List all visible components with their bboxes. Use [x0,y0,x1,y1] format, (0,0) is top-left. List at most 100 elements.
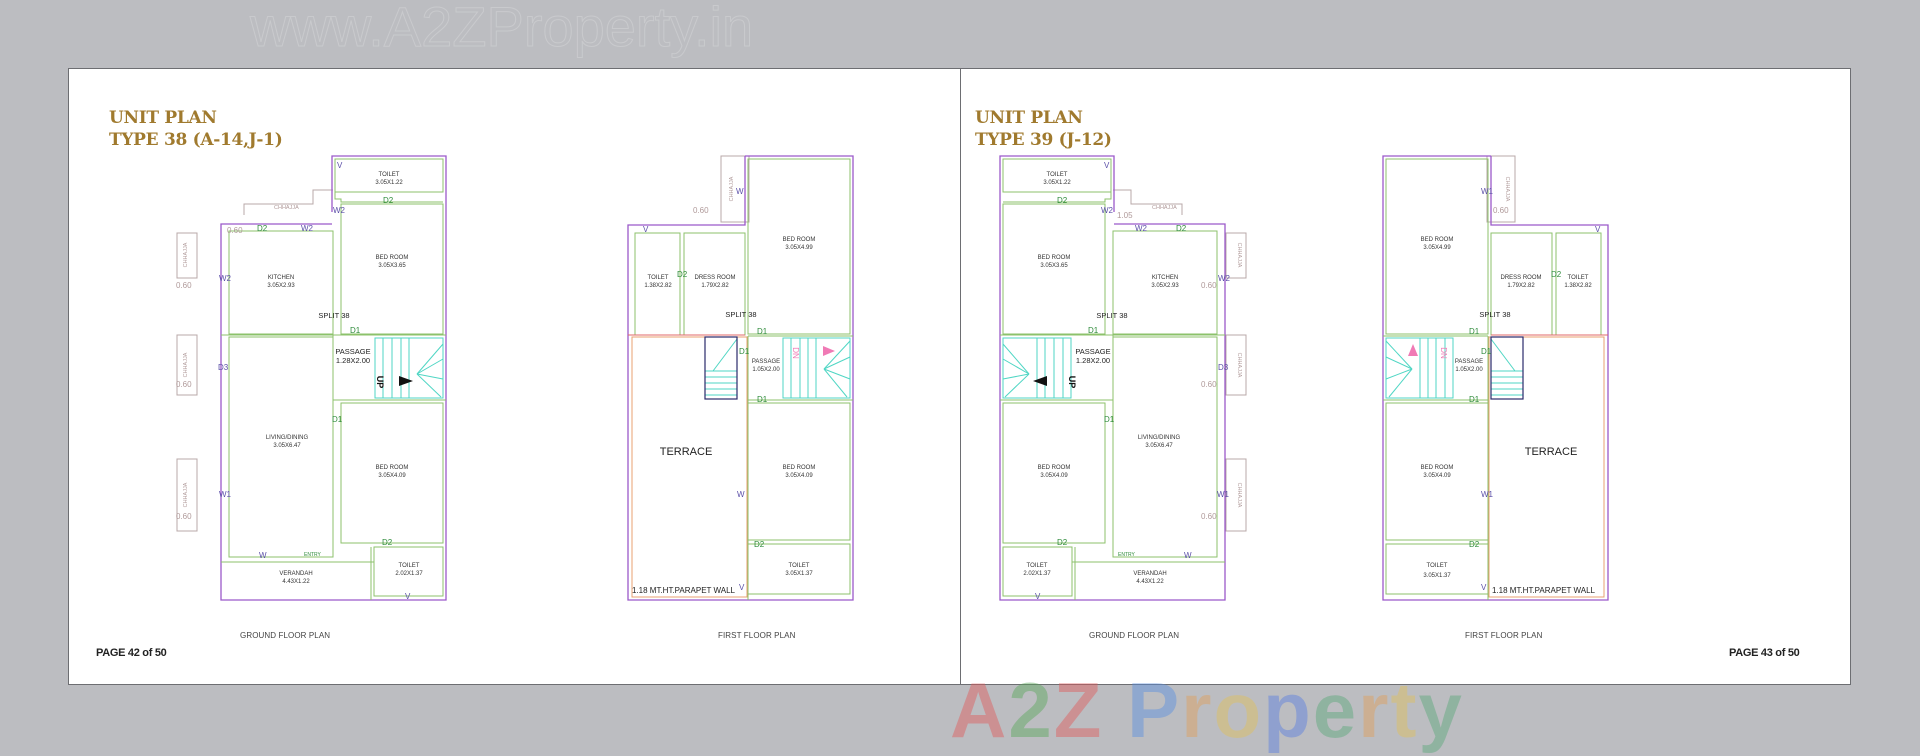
svg-text:SPLIT 38: SPLIT 38 [725,310,756,319]
svg-text:D1: D1 [1469,327,1480,336]
svg-text:KITCHEN: KITCHEN [1152,275,1178,281]
svg-text:CHHAJJA: CHHAJJA [183,242,189,267]
svg-text:BED ROOM: BED ROOM [783,237,816,243]
watermark-letter: 2 [1008,666,1054,754]
up-arrow-icon [399,376,413,386]
svg-text:W2: W2 [219,274,232,283]
svg-text:UP: UP [375,376,385,389]
svg-text:TOILET: TOILET [648,275,669,281]
svg-text:V: V [1104,161,1110,170]
svg-text:1.79X2.82: 1.79X2.82 [701,283,729,289]
watermark-letter: y [1418,666,1464,754]
ground-floor-plan: TOILET 3.05X1.22 BED ROOM 3.05X3.65 KITC… [999,155,1609,601]
svg-text:BED ROOM: BED ROOM [376,465,409,471]
staircase [374,337,444,399]
svg-text:D1: D1 [1469,395,1480,404]
svg-text:D1: D1 [757,395,768,404]
watermark-letter: P [1127,666,1182,754]
svg-text:D2: D2 [257,224,268,233]
page-divider [960,69,961,684]
page-number: PAGE 43 of 50 [1729,647,1800,659]
svg-text:D2: D2 [382,538,393,547]
svg-text:W2: W2 [1135,224,1148,233]
svg-text:ENTRY: ENTRY [1118,552,1136,558]
svg-text:W2: W2 [333,206,346,215]
svg-text:3.05X6.47: 3.05X6.47 [273,443,301,449]
svg-text:D1: D1 [739,347,750,356]
watermark-letter: A [950,666,1009,754]
svg-text:TOILET: TOILET [399,563,420,569]
svg-text:CHHAJJA: CHHAJJA [1504,177,1510,202]
watermark-letter: t [1390,666,1419,754]
svg-text:1.28X2.00: 1.28X2.00 [1076,356,1110,365]
svg-text:PASSAGE: PASSAGE [335,347,370,356]
svg-text:CHHAJJA: CHHAJJA [1152,205,1177,211]
svg-text:2.02X1.37: 2.02X1.37 [395,571,423,577]
svg-text:3.05X2.93: 3.05X2.93 [1151,283,1179,289]
svg-text:KITCHEN: KITCHEN [268,275,294,281]
svg-text:D2: D2 [677,270,688,279]
svg-text:3.05X1.22: 3.05X1.22 [1043,180,1071,186]
svg-text:BED ROOM: BED ROOM [376,255,409,261]
svg-text:W1: W1 [219,490,232,499]
svg-text:3.05X2.93: 3.05X2.93 [267,283,295,289]
ground-floor-caption: GROUND FLOOR PLAN [240,631,331,640]
svg-text:CHHAJJA: CHHAJJA [183,352,189,377]
svg-text:V: V [405,592,411,601]
svg-text:TOILET: TOILET [1427,563,1448,569]
svg-text:D2: D2 [1057,196,1068,205]
svg-text:CHHAJJA: CHHAJJA [729,176,735,201]
svg-text:0.60: 0.60 [1493,206,1509,215]
svg-text:D2: D2 [1057,538,1068,547]
svg-text:W: W [259,551,267,560]
inner-walls [221,158,446,600]
svg-text:D1: D1 [1104,415,1115,424]
svg-text:3.05X4.09: 3.05X4.09 [1423,473,1451,479]
svg-text:D1: D1 [350,326,361,335]
svg-text:W2: W2 [1218,274,1231,283]
svg-text:D1: D1 [1481,347,1492,356]
watermark-letter: r [1181,666,1214,754]
svg-text:3.05X4.09: 3.05X4.09 [378,473,406,479]
brochure-spread: UNIT PLAN TYPE 38 (A-14,J-1) [68,68,1851,685]
page-number: PAGE 42 of 50 [96,647,167,659]
svg-text:D2: D2 [1469,540,1480,549]
watermark-letter: o [1213,666,1264,754]
svg-text:V: V [739,583,745,592]
svg-text:UP: UP [1067,376,1077,389]
watermark-letter: e [1312,666,1359,754]
svg-text:W: W [737,490,745,499]
svg-text:TERRACE: TERRACE [1525,446,1578,458]
watermark-letter: r [1358,666,1391,754]
svg-text:3.05X3.65: 3.05X3.65 [378,263,406,269]
ground-floor-plan: TOILET 3.05X1.22 BED ROOM 3.05X3.65 KITC… [176,155,854,601]
svg-text:V: V [643,225,649,234]
svg-text:1.28X2.00: 1.28X2.00 [336,356,370,365]
first-floor-caption: FIRST FLOOR PLAN [718,631,796,640]
svg-text:BED ROOM: BED ROOM [1421,465,1454,471]
svg-text:3.05X3.65: 3.05X3.65 [1040,263,1068,269]
svg-text:D1: D1 [757,327,768,336]
svg-text:1.38X2.82: 1.38X2.82 [1564,283,1592,289]
svg-text:0.60: 0.60 [176,380,192,389]
dn-arrow-icon [1408,344,1418,356]
svg-text:V: V [337,161,343,170]
svg-text:CHHAJJA: CHHAJJA [1236,483,1242,508]
svg-text:3.05X4.09: 3.05X4.09 [785,473,813,479]
first-floor-caption: FIRST FLOOR PLAN [1465,631,1543,640]
svg-text:PASSAGE: PASSAGE [1075,347,1110,356]
svg-text:TOILET: TOILET [1047,172,1068,178]
svg-text:SPLIT 38: SPLIT 38 [1096,311,1127,320]
svg-text:D1: D1 [332,415,343,424]
svg-text:TOILET: TOILET [379,172,400,178]
svg-text:3.05X4.99: 3.05X4.99 [785,245,813,251]
svg-text:0.60: 0.60 [176,512,192,521]
svg-text:1.05X2.00: 1.05X2.00 [752,367,780,373]
svg-text:CHHAJJA: CHHAJJA [183,482,189,507]
watermark-letter [1103,665,1127,756]
svg-text:VERANDAH: VERANDAH [1133,571,1166,577]
svg-text:0.60: 0.60 [1201,512,1217,521]
svg-text:W1: W1 [1481,490,1494,499]
svg-text:W1: W1 [1481,187,1494,196]
svg-text:SPLIT 38: SPLIT 38 [318,311,349,320]
